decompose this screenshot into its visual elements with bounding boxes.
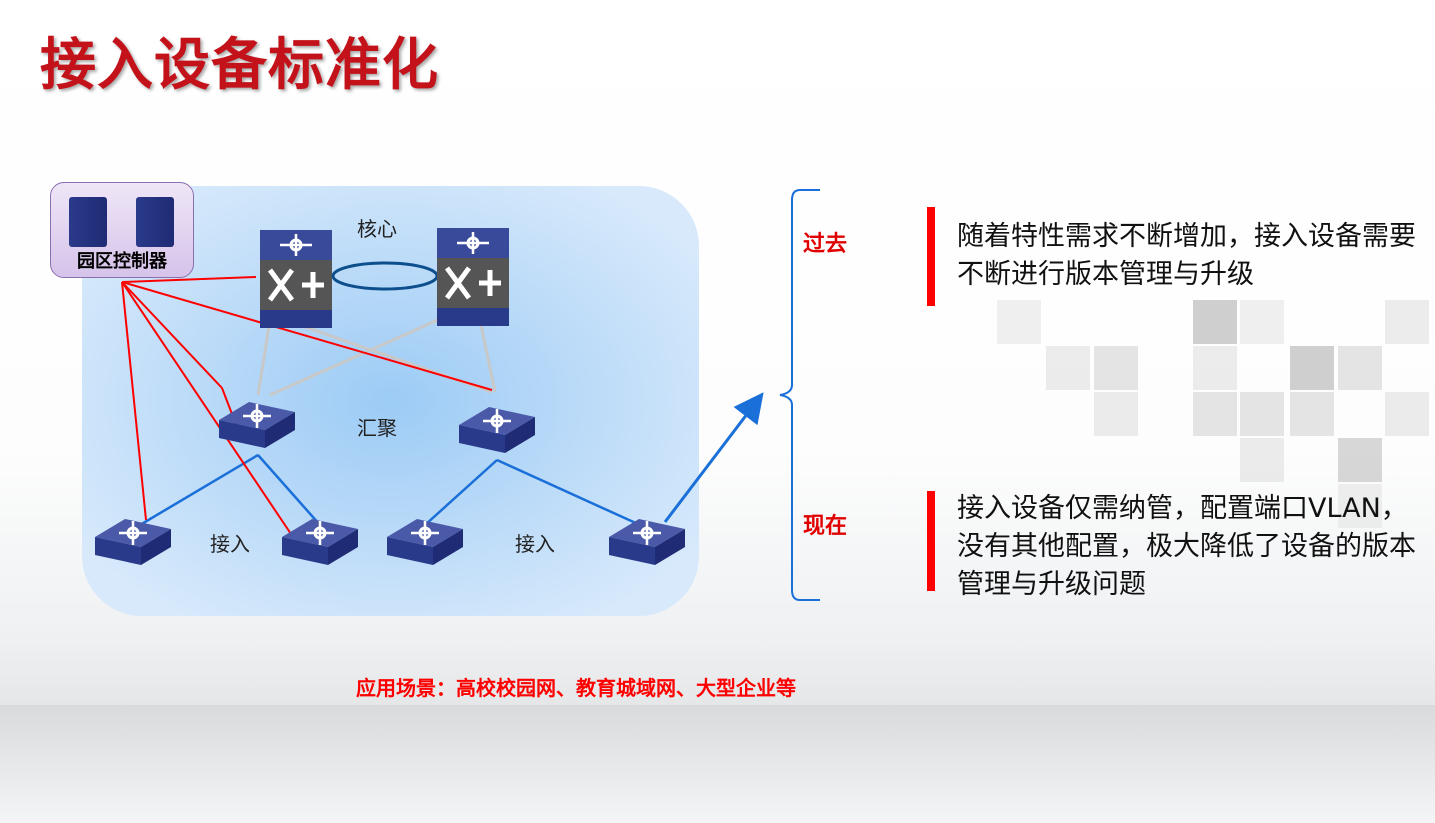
core-switch-2 bbox=[437, 228, 509, 326]
controller-links bbox=[121, 276, 493, 538]
past-label: 过去 bbox=[803, 232, 848, 257]
core-switch-1 bbox=[260, 230, 332, 328]
past-text: 随着特性需求不断增加，接入设备需要不断进行版本管理与升级 bbox=[957, 221, 1416, 290]
floor-background bbox=[0, 705, 1435, 823]
server-icon bbox=[69, 197, 107, 247]
server-icon bbox=[136, 197, 174, 247]
campus-controller: 园区控制器 bbox=[50, 182, 194, 278]
now-text: 接入设备仅需纳管，配置端口VLAN，没有其他配置，极大降低了设备的版本管理与升级… bbox=[957, 493, 1416, 600]
past-bar bbox=[927, 207, 935, 306]
arrow-to-comparison bbox=[663, 392, 764, 523]
controller-label: 园区控制器 bbox=[77, 251, 167, 272]
access-label-right: 接入 bbox=[515, 532, 555, 556]
aggregation-label: 汇聚 bbox=[357, 416, 397, 440]
now-label: 现在 bbox=[803, 514, 848, 539]
brace bbox=[779, 189, 820, 601]
now-bar bbox=[927, 491, 935, 591]
page-title: 接入设备标准化 bbox=[40, 33, 439, 98]
application-scenarios: 应用场景：高校校园网、教育城域网、大型企业等 bbox=[356, 676, 796, 700]
core-label: 核心 bbox=[357, 217, 397, 241]
network-area bbox=[82, 186, 699, 616]
access-label-left: 接入 bbox=[210, 532, 250, 556]
access-links bbox=[139, 453, 641, 527]
